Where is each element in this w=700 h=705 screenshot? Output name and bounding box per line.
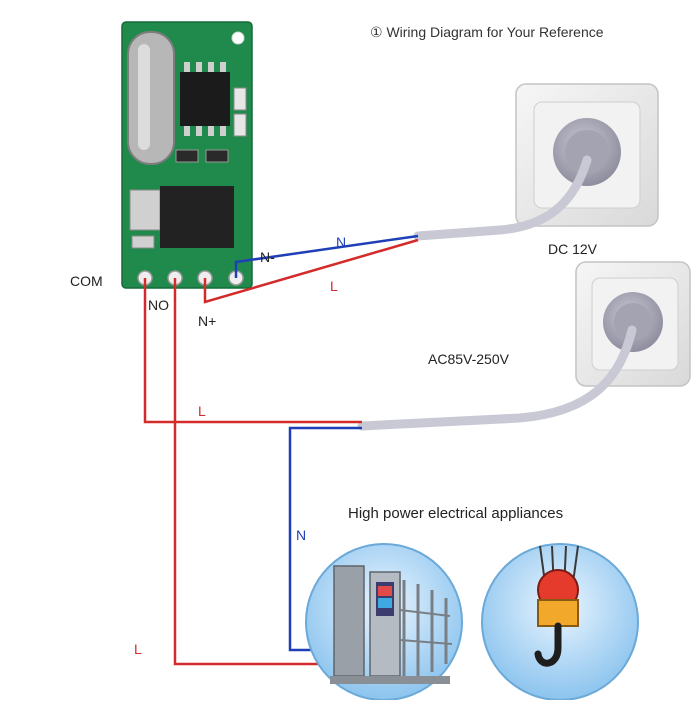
smd-resistor (233, 87, 247, 111)
voltage-regulator (129, 186, 234, 249)
diagram-title: ① Wiring Diagram for Your Reference (370, 24, 604, 40)
wire-no-live (173, 278, 330, 666)
wire-dc-live (203, 238, 419, 304)
label-n-minus: N- (260, 249, 275, 265)
label-wire-l-appliance: L (134, 641, 142, 657)
wire-ac-neutral (288, 426, 362, 652)
label-wire-l-ac: L (198, 403, 206, 419)
socket-icon (575, 261, 691, 387)
wire-dc-neutral (234, 234, 419, 278)
label-wire-n-appliance: N (296, 527, 307, 543)
label-dc-source: DC 12V (548, 241, 598, 257)
gate-icon (305, 543, 463, 701)
wire-com-live (143, 278, 362, 424)
label-no: NO (148, 297, 169, 313)
crane-hook-icon (481, 543, 639, 701)
appliances-heading: High power electrical appliances (348, 505, 564, 522)
label-wire-l-dc: L (330, 278, 338, 294)
label-n-plus: N+ (198, 313, 217, 329)
dc-cable (413, 155, 592, 241)
ic-chip (180, 62, 230, 136)
smd-resistor (233, 113, 247, 137)
label-ac-source: AC85V-250V (428, 351, 509, 367)
crystal-shine (138, 44, 150, 150)
smd-resistor (205, 149, 229, 163)
smd-resistor (175, 149, 199, 163)
ac-cable (357, 325, 637, 431)
socket-icon (515, 83, 659, 227)
relay-module (121, 21, 253, 289)
mounting-hole (231, 31, 245, 45)
label-wire-n-dc: N (336, 234, 347, 250)
label-com: COM (70, 273, 103, 289)
crystal-oscillator (127, 31, 175, 165)
